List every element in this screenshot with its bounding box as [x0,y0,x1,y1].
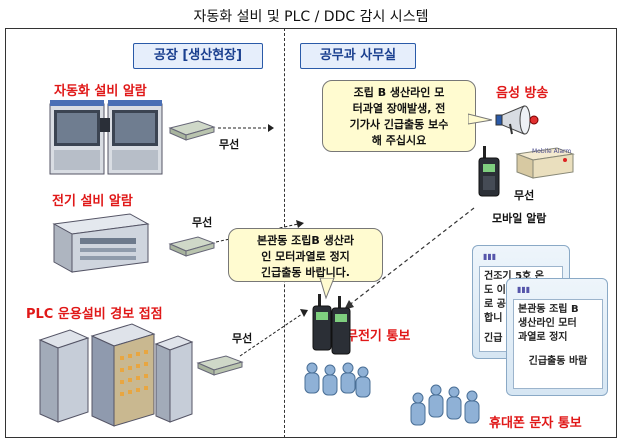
voice-bubble-tail [468,113,493,125]
office-wireless-label: 무선 [514,189,535,202]
sms-line: 과열로 정지 [518,332,568,343]
mobile-phone-front: ▮▮▮ 본관동 조립 B 생산라인 모터 과열로 정지 긴급출동 바람 [506,278,608,396]
voice-message-line: 조립 B 생산라인 모 [353,86,445,99]
electric-panel-icon [52,213,150,273]
zone-office-label: 공무과 사무실 [300,43,416,69]
wireless-label-1: 무선 [219,138,240,151]
page-title: 자동화 설비 및 PLC / DDC 감시 시스템 [193,9,429,25]
radio-notice-label: 무전기 통보 [346,329,411,344]
cnc-machine-icon [49,100,163,175]
sms-footer: 긴급출동 바람 [528,356,588,367]
server-rack-icon [38,323,194,427]
transmitter-1-icon [168,120,216,141]
transmitter-3-icon [196,355,244,376]
wireless-label-2: 무선 [192,216,213,229]
diagram-frame [5,28,617,438]
mobile-alarm-device-icon [515,147,575,179]
radio-message-line: 본관동 조립B 생산라 [256,234,354,247]
radio-message-line: 긴급출동 바랍니다. [261,266,350,279]
people-group-icon [410,384,480,426]
mobile-alarm-brand: Mobile Alarm [532,148,572,155]
electric-alarm-label: 전기 설비 알람 [52,194,133,209]
voice-message-line: 해 주십시요 [371,134,427,147]
radio-message-line: 인 모터과열로 정지 [261,250,350,263]
sms-line: 생산라인 모터 [518,318,577,329]
signal-icon: ▮▮▮ [483,252,497,261]
sms-footer: 긴급 [484,333,503,344]
wireless-link-line [344,207,475,310]
walkie-talkie-icon [478,146,500,197]
sms-line: 본관동 조립 B [518,304,579,315]
plc-alarm-label: PLC 운용설비 경보 접점 [26,307,163,322]
transmitter-2-icon [168,236,216,257]
automation-alarm-label: 자동화 설비 알람 [54,84,147,99]
sms-line: 도 이 [484,285,506,296]
wireless-label-3: 무선 [232,332,253,345]
megaphone-icon [495,105,539,135]
wireless-arrow-3 [239,309,308,357]
radio-message-bubble: 본관동 조립B 생산라 인 모터과열로 정지 긴급출동 바랍니다. [228,228,383,282]
sms-line: 로 공 [484,299,506,310]
voice-message-line: 터과열 장애발생, 전 [352,102,446,115]
phone-front-screen: 본관동 조립 B 생산라인 모터 과열로 정지 긴급출동 바람 [513,299,603,389]
sms-line: 건조기 5호 온 [484,271,544,282]
voice-message-line: 기가사 긴급출동 보수 [349,118,449,131]
mobile-alarm-label: 모바일 알람 [492,212,547,225]
phone-sms-label: 휴대폰 문자 통보 [489,416,582,431]
people-group-icon [304,362,371,398]
voice-broadcast-label: 음성 방송 [496,86,549,101]
walkie-talkie-pair-icon [312,294,351,355]
wireless-arrow-1 [218,124,274,132]
sms-line: 합니 [484,313,503,324]
signal-icon: ▮▮▮ [517,285,531,294]
zone-factory-label: 공장 [생산현장] [133,43,263,69]
radio-bubble-tail [319,278,335,300]
voice-message-bubble: 조립 B 생산라인 모 터과열 장애발생, 전 기가사 긴급출동 보수 해 주십… [322,80,476,152]
